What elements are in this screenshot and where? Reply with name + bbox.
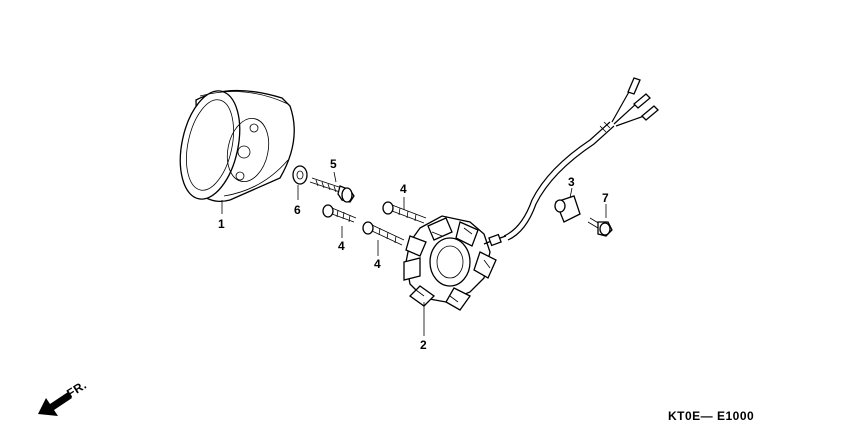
callout-clamp-bolt: 7 bbox=[602, 191, 609, 205]
flange-bolt-part bbox=[309, 177, 355, 203]
callout-stator-bolt-c: 4 bbox=[374, 257, 381, 271]
callout-washer: 6 bbox=[294, 203, 301, 217]
callout-stator: 2 bbox=[420, 338, 427, 352]
stator-bolt-b-part bbox=[382, 201, 427, 224]
stator-bolt-a-part bbox=[322, 204, 357, 223]
stator-bolt-c-part bbox=[362, 221, 405, 246]
flywheel-part bbox=[179, 89, 295, 203]
callout-flange-bolt: 5 bbox=[330, 157, 337, 171]
front-direction-indicator: FR. bbox=[38, 378, 89, 416]
clamp-bolt-part bbox=[587, 217, 613, 237]
washer-part bbox=[292, 165, 308, 185]
clamp-part bbox=[554, 195, 581, 223]
stator-part bbox=[403, 215, 497, 311]
callout-stator-bolt-a: 4 bbox=[338, 239, 345, 253]
leader-lines bbox=[221, 171, 607, 336]
diagram-code: KT0E— E1000 bbox=[668, 409, 754, 423]
front-arrow-icon bbox=[38, 392, 72, 416]
callout-stator-bolt-b: 4 bbox=[400, 182, 407, 196]
callout-clamp: 3 bbox=[568, 175, 575, 189]
wire-harness bbox=[483, 77, 659, 247]
callout-flywheel: 1 bbox=[218, 217, 225, 231]
